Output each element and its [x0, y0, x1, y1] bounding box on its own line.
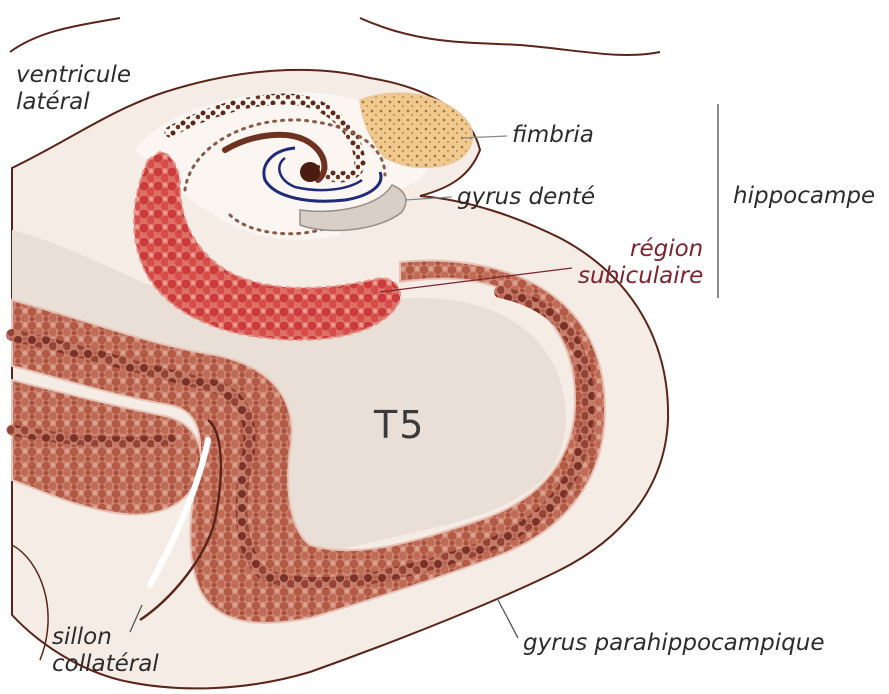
- region-label-line1: région: [578, 236, 703, 263]
- fimbria-label: fimbria: [512, 122, 594, 149]
- region-label-line2: subiculaire: [578, 263, 703, 290]
- upper-outline: [10, 18, 660, 55]
- ca-center: [300, 162, 320, 182]
- ventricule-label-line1: ventricule: [16, 62, 131, 89]
- gyrus-parahippocampique-label: gyrus parahippocampique: [523, 630, 824, 657]
- t5-label: T5: [374, 412, 425, 439]
- sillon-label-line1: sillon: [52, 624, 159, 651]
- hippocampe-label: hippocampe: [733, 183, 875, 210]
- ventricule-lateral-label: ventricule latéral: [16, 62, 131, 116]
- parahippocampique-leader: [497, 598, 518, 638]
- sillon-label-line2: collatéral: [52, 651, 159, 678]
- region-subiculaire-label: région subiculaire: [578, 236, 703, 290]
- sillon-collateral-label: sillon collatéral: [52, 624, 159, 678]
- ventricule-label-line2: latéral: [16, 89, 131, 116]
- gyrus-dente-label: gyrus denté: [457, 184, 595, 211]
